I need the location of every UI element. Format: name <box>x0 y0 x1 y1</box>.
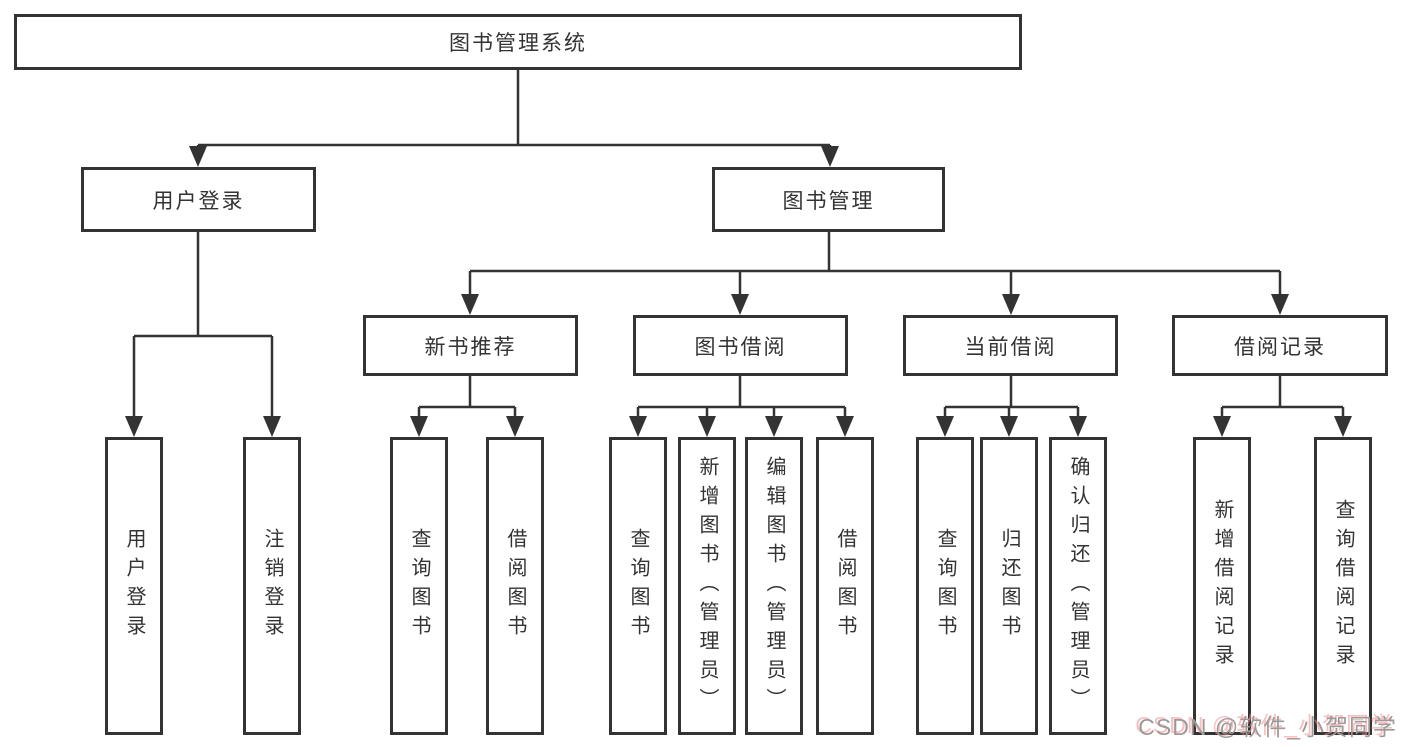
leaf-current-return-label: 归还图书 <box>998 528 1020 644</box>
leaf-current-query-label: 查询图书 <box>934 528 956 644</box>
node-borrow-records: 借阅记录 <box>1172 315 1388 376</box>
node-new-book-recommend-label: 新书推荐 <box>424 335 517 359</box>
node-book-borrow-label: 图书借阅 <box>694 335 787 359</box>
arrowhead-down-icon <box>125 416 143 437</box>
leaf-logout-label: 注销登录 <box>261 528 283 644</box>
leaf-records-query: 查询借阅记录 <box>1314 437 1372 735</box>
arrowhead-down-icon <box>698 416 716 437</box>
leaf-records-add-label: 新增借阅记录 <box>1211 499 1233 673</box>
leaf-logout: 注销登录 <box>243 437 301 735</box>
leaf-borrow-query: 查询图书 <box>609 437 667 735</box>
arrowhead-down-icon <box>1271 294 1289 315</box>
leaf-records-add: 新增借阅记录 <box>1193 437 1251 735</box>
node-new-book-recommend: 新书推荐 <box>363 315 578 376</box>
arrowhead-down-icon <box>1213 416 1231 437</box>
node-current-borrow-label: 当前借阅 <box>964 335 1057 359</box>
arrowhead-down-icon <box>1069 416 1087 437</box>
arrowhead-down-icon <box>629 416 647 437</box>
leaf-newbooks-borrow-label: 借阅图书 <box>504 528 526 644</box>
arrowhead-down-icon <box>461 294 479 315</box>
leaf-borrow-add-admin-label: 新增图书（管理员） <box>696 455 718 717</box>
leaf-newbooks-query-label: 查询图书 <box>408 528 430 644</box>
leaf-borrow-edit-admin: 编辑图书（管理员） <box>745 437 803 735</box>
leaf-current-confirm-admin-label: 确认归还（管理员） <box>1067 455 1089 717</box>
arrowhead-down-icon <box>1000 416 1018 437</box>
arrowhead-down-icon <box>821 146 839 167</box>
leaf-current-return: 归还图书 <box>980 437 1038 735</box>
leaf-borrow-edit-admin-label: 编辑图书（管理员） <box>763 455 785 717</box>
node-borrow-records-label: 借阅记录 <box>1234 335 1326 359</box>
arrowhead-down-icon <box>836 416 854 437</box>
node-user-login-group: 用户登录 <box>81 167 316 232</box>
arrowhead-down-icon <box>410 416 428 437</box>
leaf-current-query: 查询图书 <box>916 437 974 735</box>
node-root-label: 图书管理系统 <box>449 32 587 55</box>
node-root: 图书管理系统 <box>14 14 1022 70</box>
node-book-borrow: 图书借阅 <box>633 315 848 376</box>
node-current-borrow: 当前借阅 <box>903 315 1118 376</box>
arrowhead-down-icon <box>936 416 954 437</box>
arrowhead-down-icon <box>731 294 749 315</box>
leaf-borrow-borrow-label: 借阅图书 <box>834 528 856 644</box>
node-book-management-label: 图书管理 <box>782 189 875 213</box>
arrowhead-down-icon <box>765 416 783 437</box>
leaf-user-login-label: 用户登录 <box>123 528 145 644</box>
arrowhead-down-icon <box>506 416 524 437</box>
leaf-records-query-label: 查询借阅记录 <box>1332 499 1354 673</box>
arrowhead-down-icon <box>263 416 281 437</box>
leaf-user-login: 用户登录 <box>105 437 163 735</box>
leaf-newbooks-query: 查询图书 <box>390 437 448 735</box>
arrowhead-down-icon <box>189 146 207 167</box>
arrowhead-down-icon <box>1334 416 1352 437</box>
node-book-management: 图书管理 <box>712 167 945 232</box>
leaf-current-confirm-admin: 确认归还（管理员） <box>1049 437 1107 735</box>
leaf-borrow-query-label: 查询图书 <box>627 528 649 644</box>
leaf-newbooks-borrow: 借阅图书 <box>486 437 544 735</box>
csdn-watermark: CSDN @软件_小贺同学 <box>1138 714 1397 740</box>
arrowhead-down-icon <box>1002 294 1020 315</box>
node-user-login-group-label: 用户登录 <box>152 189 245 213</box>
leaf-borrow-borrow: 借阅图书 <box>816 437 874 735</box>
leaf-borrow-add-admin: 新增图书（管理员） <box>678 437 736 735</box>
